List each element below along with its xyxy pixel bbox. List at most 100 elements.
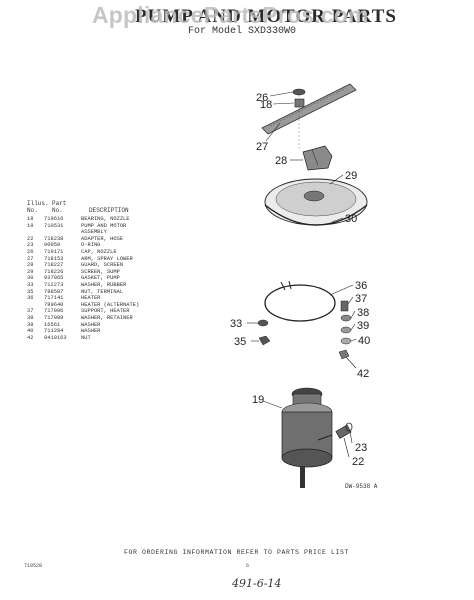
watermark: AppliancePartsPros.com — [92, 2, 369, 28]
o-ring — [345, 422, 353, 432]
cell-description: O-RING — [81, 242, 101, 249]
table-row: 40 711284 WASHER — [27, 328, 197, 335]
cell-description: PUMP AND MOTOR — [81, 222, 127, 229]
cell-illus: 26 — [27, 248, 34, 255]
cell-description: BEARING, NOZZLE — [81, 216, 130, 222]
table-row: 37 717096 SUPPORT, HEATER — [27, 308, 197, 315]
cell-illus: 36 — [27, 295, 34, 302]
table-row: 18 719616 BEARING, NOZZLE — [27, 216, 197, 223]
cell-description: GASKET, PUMP — [81, 275, 120, 282]
terminal-nut — [258, 335, 271, 346]
screen-guard — [302, 145, 333, 171]
cell-illus: 40 — [27, 328, 34, 335]
leader-lines — [247, 91, 357, 458]
washer-40 — [340, 337, 352, 345]
header-no: No. — [27, 207, 38, 214]
cell-part-no: 789640 — [44, 301, 64, 308]
cell-illus: 19 — [27, 222, 34, 229]
callout-35: 35 — [234, 336, 246, 348]
cell-part-no: 718238 — [44, 235, 64, 242]
callout-38: 38 — [357, 307, 369, 319]
cell-illus: 18 — [27, 216, 34, 222]
callout-39: 39 — [357, 320, 369, 332]
header-illus: Illus. — [27, 200, 49, 207]
parts-table: Illus. Part No. No. DESCRIPTION 18 719616… — [27, 200, 197, 341]
page-number: 6 — [246, 563, 250, 569]
header-description: DESCRIPTION — [89, 207, 129, 214]
cell-illus: 35 — [27, 288, 34, 295]
cell-description: SUPPORT, HEATER — [81, 308, 130, 315]
cell-description: NUT — [81, 334, 91, 341]
callout-22: 22 — [352, 456, 364, 468]
ordering-note: FOR ORDERING INFORMATION REFER TO PARTS … — [124, 549, 350, 556]
table-row: 19 710531 PUMP AND MOTOR — [27, 223, 197, 230]
cell-part-no: 16561 — [44, 321, 61, 328]
pump-gasket — [264, 204, 368, 226]
cell-part-no: 711284 — [44, 328, 64, 335]
cell-part-no: 937065 — [44, 275, 64, 282]
callout-28: 28 — [275, 155, 287, 167]
table-row: 35 788587 NUT, TERMINAL — [27, 289, 197, 296]
table-row: 36 717141 HEATER — [27, 295, 197, 302]
cell-illus: 39 — [27, 321, 34, 328]
cell-illus: 29 — [27, 268, 34, 275]
cell-part-no: 717096 — [44, 308, 64, 315]
page-title: PUMP AND MOTOR PARTS — [135, 6, 397, 27]
rubber-washer — [257, 319, 269, 327]
document-code: 719528 — [24, 563, 43, 569]
cell-description: WASHER, RUBBER — [81, 281, 127, 288]
heater-element — [264, 280, 336, 322]
nut-42 — [338, 349, 350, 360]
cell-part-no: 719616 — [44, 216, 64, 222]
callout-40: 40 — [358, 335, 370, 347]
nozzle-cap — [292, 88, 306, 96]
cell-description: NUT, TERMINAL — [81, 288, 124, 295]
cell-description: ADAPTER, HOSE — [81, 235, 124, 242]
washer-39 — [340, 326, 352, 334]
callout-33: 33 — [230, 318, 242, 330]
header-part: Part — [52, 200, 67, 207]
table-header-bottom: No. No. DESCRIPTION — [27, 207, 197, 214]
cell-part-no: 710531 — [44, 222, 64, 229]
cell-part-no: 90050 — [44, 242, 61, 249]
table-rows: 18 719616 BEARING, NOZZLE 19 710531 PUMP AND … — [27, 216, 197, 341]
cell-part-no: 718153 — [44, 255, 64, 262]
callout-18: 18 — [260, 99, 272, 111]
cell-description: WASHER — [81, 321, 101, 328]
cell-part-no: 718227 — [44, 262, 64, 269]
cell-description: HEATER — [81, 295, 101, 302]
cell-illus: 38 — [27, 314, 34, 321]
cell-part-no: 717141 — [44, 295, 64, 302]
cell-part-no: 788587 — [44, 288, 64, 295]
diagram-id: DW-9538 A — [345, 483, 378, 490]
callout-26: 26 — [256, 92, 268, 104]
table-row: 23 90050 O-RING — [27, 242, 197, 249]
callout-29: 29 — [345, 170, 357, 182]
cell-part-no: 718226 — [44, 268, 64, 275]
cell-part-no: 719171 — [44, 248, 64, 255]
cell-illus: 37 — [27, 308, 34, 315]
callout-19: 19 — [252, 394, 264, 406]
cell-illus: 30 — [27, 275, 34, 282]
cell-description: CAP, NOZZLE — [81, 248, 117, 255]
cell-illus: 27 — [27, 255, 34, 262]
table-header-top: Illus. Part — [27, 200, 197, 207]
cell-description: WASHER — [81, 328, 101, 335]
table-row: 26 719171 CAP, NOZZLE — [27, 249, 197, 256]
handwritten-note: 491-6-14 — [232, 577, 282, 590]
cell-illus: 33 — [27, 281, 34, 288]
model-subtitle: For Model SXD330W0 — [188, 26, 297, 37]
retainer-washer — [340, 314, 352, 322]
cell-description: WASHER, RETAINER — [81, 314, 133, 321]
callout-30: 30 — [345, 213, 357, 225]
cell-description: ARM, SPRAY LOWER — [81, 255, 133, 262]
cell-illus: 23 — [27, 242, 34, 249]
heater-support — [340, 300, 349, 312]
cell-description: GUARD, SCREEN — [81, 262, 124, 269]
